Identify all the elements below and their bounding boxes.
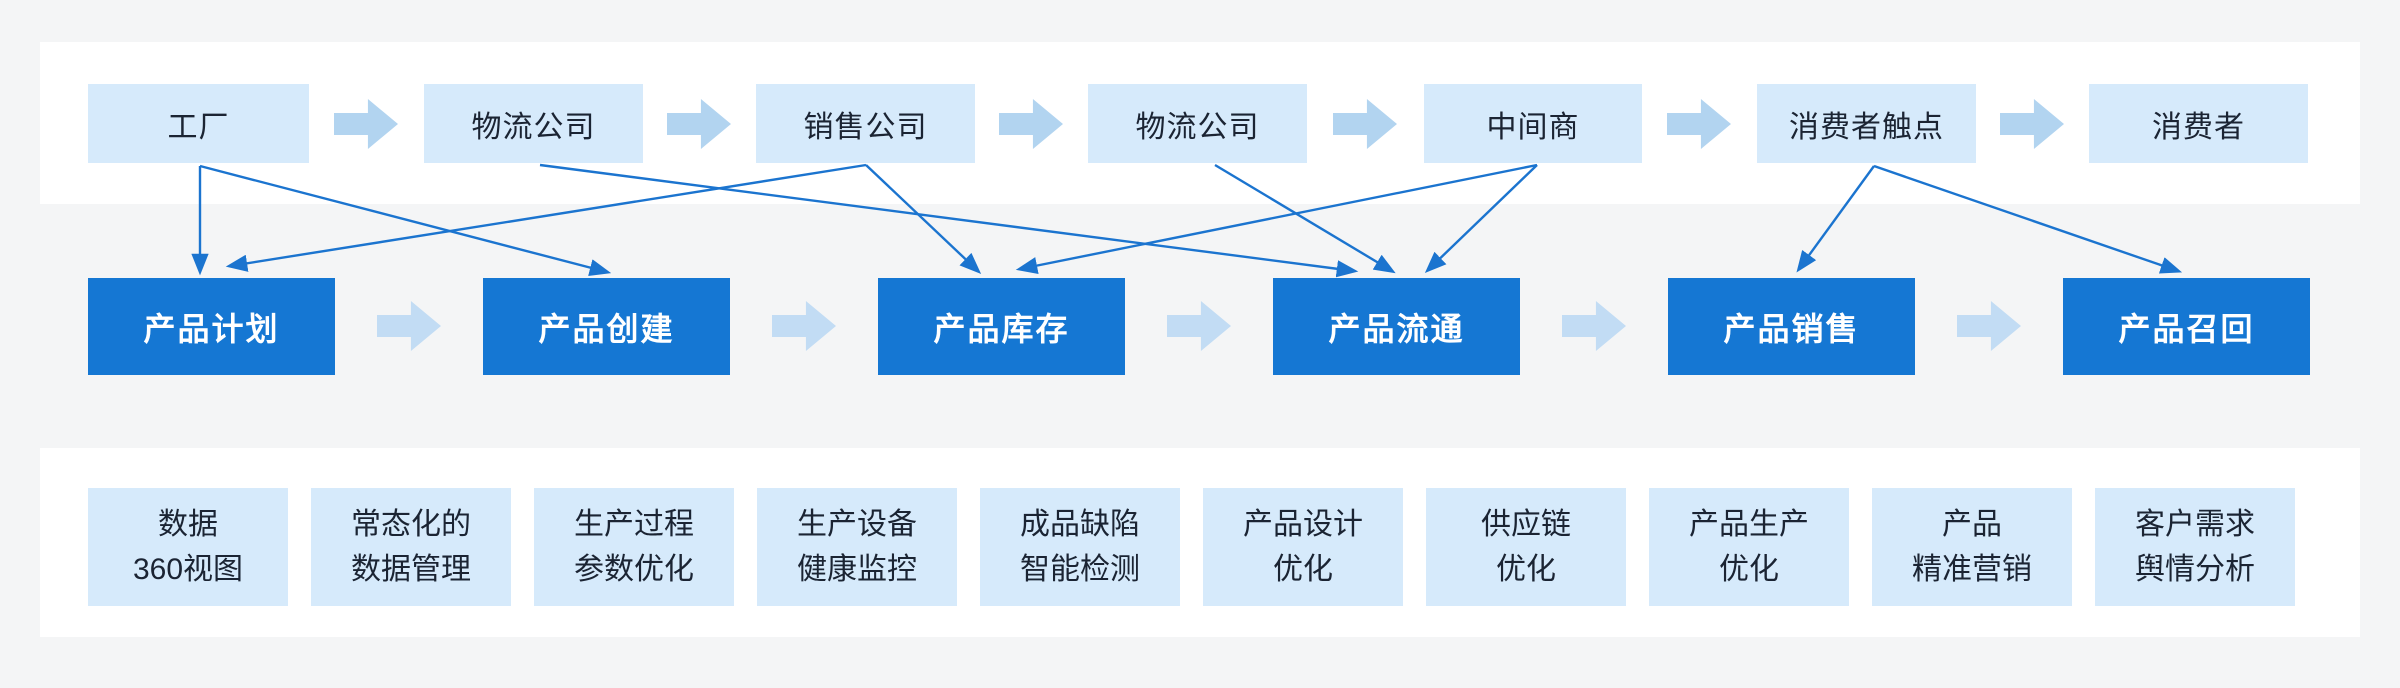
card-line: 生产设备: [797, 508, 917, 541]
capability-card-equipment-health: 生产设备 健康监控: [757, 488, 957, 606]
card-line: 优化: [1719, 553, 1779, 586]
flow-arrow-icon: [1562, 301, 1626, 351]
capability-card-data-360: 数据 360视图: [88, 488, 288, 606]
card-line: 产品: [1942, 508, 2002, 541]
mid-node-product-recall: 产品召回: [2063, 278, 2310, 375]
card-line: 智能检测: [1020, 553, 1140, 586]
card-line: 常态化的: [351, 508, 471, 541]
capability-card-data-governance: 常态化的 数据管理: [311, 488, 511, 606]
capability-card-production-optimization: 产品生产 优化: [1649, 488, 1849, 606]
card-line: 360视图: [132, 553, 244, 586]
top-node-touchpoint: 消费者触点: [1757, 84, 1976, 163]
flow-arrow-icon: [1167, 301, 1231, 351]
capability-card-design-optimization: 产品设计 优化: [1203, 488, 1403, 606]
top-node-consumer: 消费者: [2089, 84, 2308, 163]
mid-node-product-plan: 产品计划: [88, 278, 335, 375]
capability-card-defect-detection: 成品缺陷 智能检测: [980, 488, 1180, 606]
mid-node-product-inventory: 产品库存: [878, 278, 1125, 375]
card-line: 数据: [158, 508, 218, 541]
card-line: 优化: [1273, 553, 1333, 586]
card-line: 舆情分析: [2135, 553, 2255, 586]
top-node-factory: 工厂: [88, 84, 309, 163]
card-line: 优化: [1496, 553, 1556, 586]
mid-node-product-circulation: 产品流通: [1273, 278, 1520, 375]
card-line: 产品生产: [1689, 508, 1809, 541]
flow-arrow-icon: [1957, 301, 2021, 351]
top-node-logistics-1: 物流公司: [424, 84, 643, 163]
capability-card-sentiment-analysis: 客户需求 舆情分析: [2095, 488, 2295, 606]
top-node-middleman: 中间商: [1424, 84, 1642, 163]
capability-card-process-params: 生产过程 参数优化: [534, 488, 734, 606]
capability-card-precision-marketing: 产品 精准营销: [1872, 488, 2072, 606]
flow-arrow-icon: [377, 301, 441, 351]
mid-node-product-sales: 产品销售: [1668, 278, 1915, 375]
card-line: 健康监控: [797, 553, 917, 586]
card-line: 精准营销: [1912, 553, 2032, 586]
card-line: 产品设计: [1243, 508, 1363, 541]
card-line: 客户需求: [2135, 508, 2255, 541]
capability-card-supply-chain-optimization: 供应链 优化: [1426, 488, 1626, 606]
card-line: 参数优化: [574, 553, 694, 586]
card-line: 数据管理: [351, 553, 471, 586]
top-node-sales-co: 销售公司: [756, 84, 975, 163]
card-line: 成品缺陷: [1020, 508, 1140, 541]
card-line: 供应链: [1481, 508, 1571, 541]
top-node-logistics-2: 物流公司: [1088, 84, 1307, 163]
card-line: 生产过程: [574, 508, 694, 541]
flow-arrow-icon: [772, 301, 836, 351]
mid-node-product-create: 产品创建: [483, 278, 730, 375]
